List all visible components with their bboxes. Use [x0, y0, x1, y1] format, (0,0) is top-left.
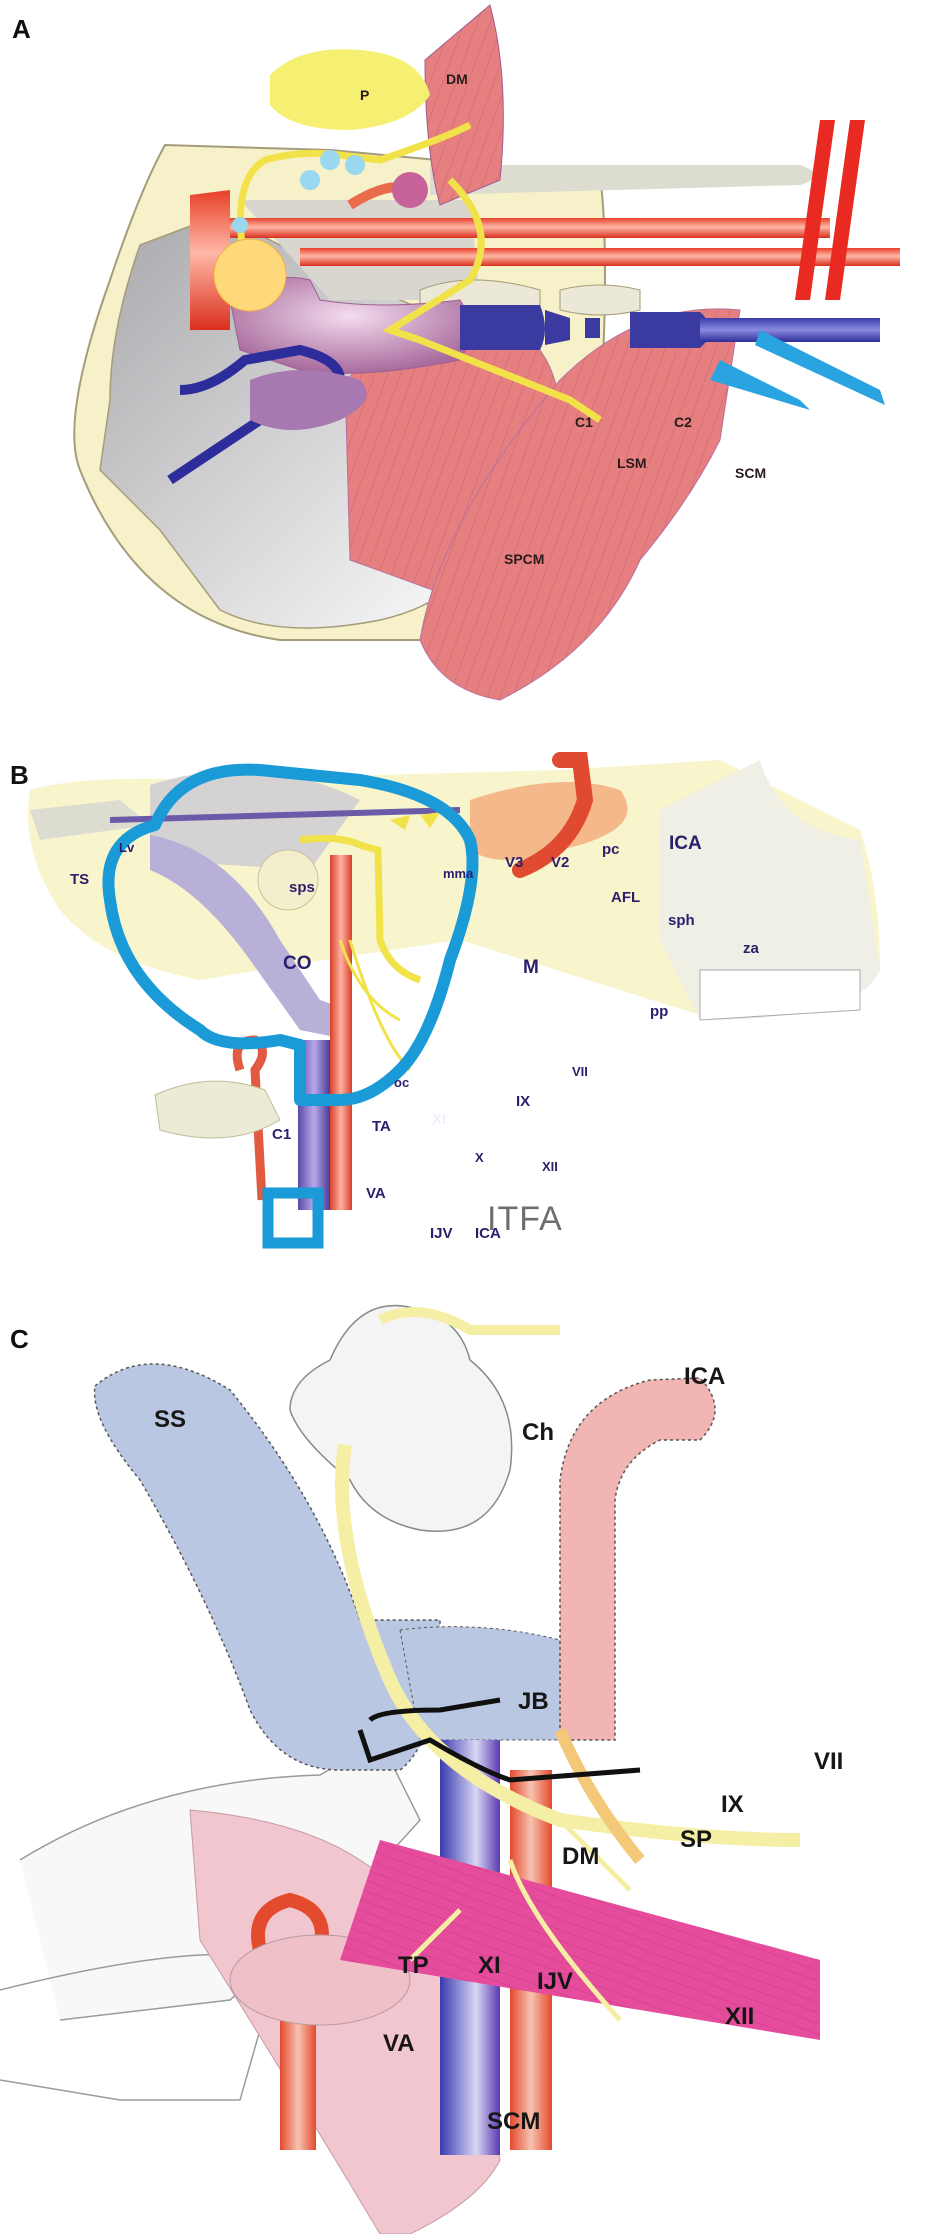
label-sp: SP	[680, 1826, 713, 1853]
cochlea-shape	[289, 1304, 513, 1532]
ica-lower	[330, 855, 352, 1210]
label-ijv: IJV	[430, 1225, 453, 1242]
itfa-outline	[102, 763, 479, 1106]
cochlea	[213, 238, 287, 312]
facial-nerve-shape	[335, 1443, 801, 1847]
label-c2: C2	[674, 414, 692, 430]
transverse-sinus	[250, 370, 367, 430]
label-ica-bottom: ICA	[475, 1225, 501, 1242]
label-afl: AFL	[611, 889, 641, 906]
label-vii: VII	[572, 1064, 588, 1079]
label-parotid: P	[360, 87, 370, 103]
label-pp: pp	[650, 1003, 669, 1020]
facial-nerve	[237, 121, 472, 266]
label-va: VA	[383, 2030, 415, 2057]
label-xi: XI	[478, 1952, 501, 1979]
panel-letter-c: C	[10, 1324, 29, 1354]
cut-vessels	[795, 120, 865, 300]
label-ta: TA	[372, 1118, 391, 1135]
label-za: za	[743, 940, 759, 957]
label-x: X	[475, 1150, 484, 1165]
label-c1: C1	[272, 1126, 292, 1143]
label-xii: XII	[542, 1159, 558, 1174]
panel-letter-b: B	[10, 760, 29, 790]
dm-shape	[340, 1840, 820, 2040]
label-ijv: IJV	[537, 1968, 574, 1995]
label-lsm: LSM	[617, 455, 647, 471]
ica-shape	[559, 1377, 716, 1741]
label-v2: V2	[551, 854, 570, 871]
label-oc: oc	[394, 1075, 410, 1090]
panel-a-illustration	[73, 4, 900, 701]
label-pc: pc	[602, 841, 620, 858]
scm-muscle	[419, 308, 741, 701]
label-mma: mma	[443, 866, 474, 881]
label-ica-top: ICA	[669, 833, 702, 854]
panel-c-illustration	[0, 1304, 820, 2234]
label-digastric-muscle: DM	[446, 71, 468, 87]
itfa-legend-swatch	[262, 1187, 324, 1249]
label-v3: V3	[505, 854, 524, 871]
label-lv: Lv	[119, 840, 135, 855]
label-dm: DM	[562, 1843, 600, 1870]
label-xii: XII	[725, 2003, 755, 2030]
label-jb: JB	[518, 1688, 549, 1715]
parotid-gland	[270, 49, 430, 130]
panel-c: C SS Ch ICA JB VII IX SP DM TP XI IJV XI…	[0, 1300, 928, 2234]
label-ix: IX	[721, 1791, 744, 1818]
label-vii: VII	[814, 1748, 844, 1775]
label-ix: IX	[516, 1093, 531, 1110]
label-xi: XI	[432, 1111, 447, 1128]
label-ss: SS	[154, 1406, 187, 1433]
label-ica: ICA	[684, 1363, 726, 1390]
label-tp: TP	[398, 1952, 429, 1979]
legend-itfa-label: ITFA	[487, 1200, 563, 1238]
dm-muscle	[424, 4, 504, 206]
label-sph: sph	[668, 912, 695, 929]
label-co: CO	[283, 953, 312, 974]
label-c1: C1	[575, 414, 593, 430]
internal-carotid	[300, 248, 900, 266]
label-scm: SCM	[487, 2108, 541, 2135]
ica-upper	[512, 752, 594, 878]
label-va: VA	[366, 1185, 386, 1202]
label-sps: sps	[289, 879, 315, 896]
label-scm: SCM	[735, 465, 767, 481]
label-ch: Ch	[522, 1419, 554, 1446]
panel-letter-a: A	[12, 14, 31, 44]
label-m: M	[523, 957, 539, 978]
label-spcm: SPCM	[504, 551, 545, 567]
superior-petrosal-sinus	[109, 807, 461, 823]
panel-a: A P DM C1 C2 LSM SCM SPCM	[0, 0, 928, 740]
panel-b-illustration	[28, 752, 880, 1249]
label-ts: TS	[70, 871, 90, 888]
ijv-vein	[460, 305, 545, 350]
external-carotid	[230, 218, 830, 238]
sigmoid-sinus	[150, 835, 350, 1040]
panel-b: B TS Lv sps mma V3 V2 pc ICA AFL sph za …	[0, 740, 928, 1300]
sigmoid-sinus-shape	[93, 1363, 441, 1771]
